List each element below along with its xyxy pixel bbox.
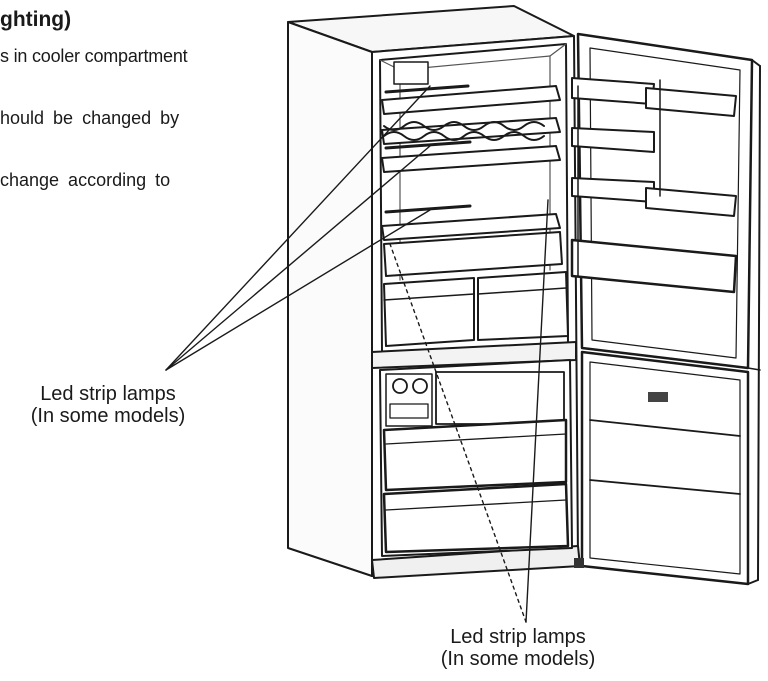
callout-left: Led strip lamps (In some models) [0,383,216,427]
callout-bottom: Led strip lamps (In some models) [418,626,618,670]
crisper-drawers [383,231,569,347]
freezer-compartment [379,359,573,557]
section-heading: ghting) [0,8,72,31]
callout-left-line-1: Led strip lamps [40,383,176,405]
callout-left-line-2: (In some models) [30,405,186,427]
callout-leader-lines [165,85,549,623]
body-text-line-2: hould be changed by [0,108,180,128]
callout-bottom-line-2: (In some models) [440,648,596,670]
body-text-line-3: change according to [0,170,171,190]
open-door [570,32,761,586]
glass-shelves [381,84,561,241]
callout-bottom-line-1: Led strip lamps [450,626,586,648]
body-text-line-1: s in cooler compartment [0,46,188,66]
